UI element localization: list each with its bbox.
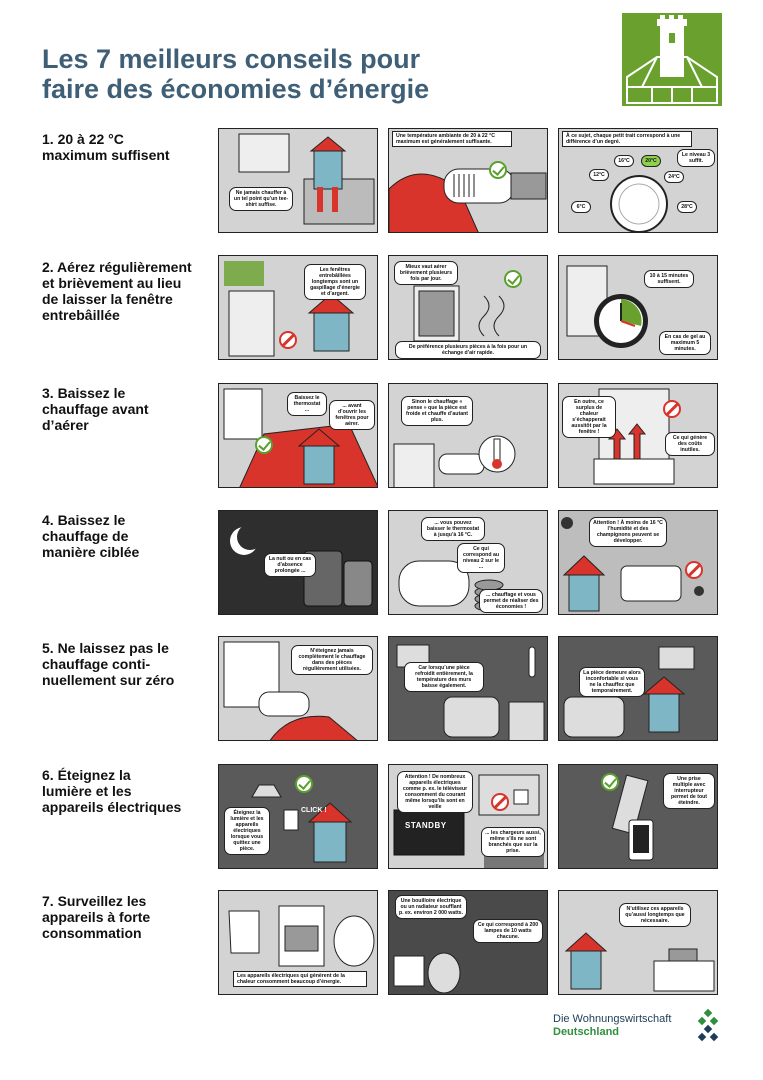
tip-7-title: 7. Surveillez les appareils à forte cons… [42,893,151,941]
tip-4-bubble-2: ... vous pouvez baisser le thermostat à … [421,517,485,541]
prohibited-icon [663,400,681,418]
tip-6-title: 6. Éteignez la lumière et les appareils … [42,767,182,815]
prohibited-icon [685,561,703,579]
tip-5-title: 5. Ne laissez pas le chauffage conti- nu… [42,640,175,688]
tip-1-title: 1. 20 à 22 °C maximum suffisent [42,131,170,163]
tip-4-bubble-4: ... chauffage et vous permet de réaliser… [479,589,543,613]
tip-4-bubble-3: Ce qui correspond au niveau 2 sur le ... [457,543,505,573]
tip-7-bubble-1: Une bouilloire électrique ou un radiateu… [395,895,467,919]
tip-7-bubble-2: Ce qui correspond à 200 lampes de 10 wat… [473,919,543,943]
tip-6-bubble-2: Attention ! De nombreux appareils électr… [397,771,473,813]
tip-2-bubble-2: De préférence plusieurs pièces à la fois… [395,341,541,359]
checkmark-icon [489,161,507,179]
footer-line-2: Deutschland [553,1026,620,1038]
tip-3-panel-2: Sinon le chauffage « pense » que la pièc… [388,383,548,488]
tip-3-title: 3. Baissez le chauffage avant d’aérer [42,385,149,433]
tip-6-panel-3: Une prise multiple avec interrupteur per… [558,764,718,869]
tip-1-caption: Une température ambiante de 20 à 22 °C m… [392,131,512,147]
tip-2-title: 2. Aérez régulièrement et brièvement au … [42,259,192,323]
temp-label-selected: 20°C [641,155,661,167]
tip-3-panel-3: En outre, ce surplus de chaleur s’échapp… [558,383,718,488]
title-line-1: Les 7 meilleurs conseils pour [42,44,421,74]
tip-3-bubble-2: ... avant d’ouvrir les fenêtres pour aér… [329,400,375,430]
tip-6-bubble-3: ... les chargeurs aussi, même s’ils ne s… [481,827,545,857]
tip-3-bubble-4: En outre, ce surplus de chaleur s’échapp… [562,396,616,438]
tip-7-bubble-3: N’utilisez ces appareils qu’aussi longte… [619,903,691,927]
tip-5-bubble-2: Car lorsqu’une pièce refroidit entièreme… [404,662,484,692]
tip-5-panel-3: La pièce demeure alors inconfortable si … [558,636,718,741]
temp-label: 6°C [571,201,591,213]
tip-1-bubble-3: Le niveau 3 suffit. [677,149,715,167]
checkmark-icon [255,436,273,454]
castle-logo [622,13,722,106]
tip-6-bubble-4: Une prise multiple avec interrupteur per… [663,773,715,809]
checkmark-icon [601,773,619,791]
checkmark-icon [504,270,522,288]
tip-1-panel-1: Ne jamais chauffer à un tel point qu’un … [218,128,378,233]
tip-3-panel-1: Baissez le thermostat ... ... avant d’ou… [218,383,378,488]
tip-1-caption-3: À ce sujet, chaque petit trait correspon… [562,131,692,147]
tip-2-bubble-1: Mieux vaut aérer brièvement plusieurs fo… [394,261,458,285]
tip-4-panel-3: Attention ! À moins de 16 °C l’humidité … [558,510,718,615]
checkmark-icon [295,775,313,793]
tip-6-panel-1: Éteignez la lumière et les appareils éle… [218,764,378,869]
tip-4-title: 4. Baissez le chauffage de manière ciblé… [42,512,140,560]
tip-1-panel-2: Une température ambiante de 20 à 22 °C m… [388,128,548,233]
tip-4-bubble-1: La nuit ou en cas d’absence prolongée ..… [264,553,316,577]
tip-4-panel-1: La nuit ou en cas d’absence prolongée ..… [218,510,378,615]
tip-1-panel-3: À ce sujet, chaque petit trait correspon… [558,128,718,233]
tip-5-bubble-3: La pièce demeure alors inconfortable si … [579,667,645,697]
temp-label: 12°C [589,169,609,181]
tip-3-bubble-1: Baissez le thermostat ... [287,392,327,416]
tip-1-bubble: Ne jamais chauffer à un tel point qu’un … [229,187,293,211]
tip-7-panel-2: Une bouilloire électrique ou un radiateu… [388,890,548,995]
diamond-logo-icon [695,1008,723,1044]
tip-2-panel-1: Les fenêtres entrebâillées longtemps son… [218,255,378,360]
tip-4-bubble-5: Attention ! À moins de 16 °C l’humidité … [589,517,667,547]
tip-5-bubble-1: N’éteignez jamais complètement le chauff… [291,645,373,675]
tip-2-panel-3: 10 à 15 minutes suffisent. En cas de gel… [558,255,718,360]
tip-5-panel-2: Car lorsqu’une pièce refroidit entièreme… [388,636,548,741]
prohibited-icon [491,793,509,811]
page-title: Les 7 meilleurs conseils pour faire des … [42,44,562,104]
tip-6-bubble-1: Éteignez la lumière et les appareils éle… [224,807,270,855]
standby-screen-text: STANDBY [405,821,447,830]
tip-7-panel-3: N’utilisez ces appareils qu’aussi longte… [558,890,718,995]
title-line-2: faire des économies d’énergie [42,74,430,104]
tip-3-bubble-3: Sinon le chauffage « pense » que la pièc… [401,396,473,426]
footer-organization: Die Wohnungswirtschaft Deutschland [553,1013,671,1039]
temp-label: 16°C [614,155,634,167]
temp-label: 24°C [664,171,684,183]
tip-6-panel-2: Attention ! De nombreux appareils électr… [388,764,548,869]
tip-2-bubble: Les fenêtres entrebâillées longtemps son… [304,264,366,300]
tip-5-panel-1: N’éteignez jamais complètement le chauff… [218,636,378,741]
tip-3-bubble-5: Ce qui génère des coûts inutiles. [665,432,715,456]
tip-2-panel-2: Mieux vaut aérer brièvement plusieurs fo… [388,255,548,360]
click-sound-text: CLICK ! [301,807,327,814]
tip-7-caption: Les appareils électriques qui génèrent d… [233,971,367,987]
footer-line-1: Die Wohnungswirtschaft [553,1013,672,1025]
temp-label: 28°C [677,201,697,213]
tip-7-panel-1: Les appareils électriques qui génèrent d… [218,890,378,995]
tip-4-panel-2: ... vous pouvez baisser le thermostat à … [388,510,548,615]
tip-2-bubble-3: 10 à 15 minutes suffisent. [644,270,694,288]
tip-2-bubble-4: En cas de gel au maximum 5 minutes. [659,331,711,355]
prohibited-icon [279,331,297,349]
